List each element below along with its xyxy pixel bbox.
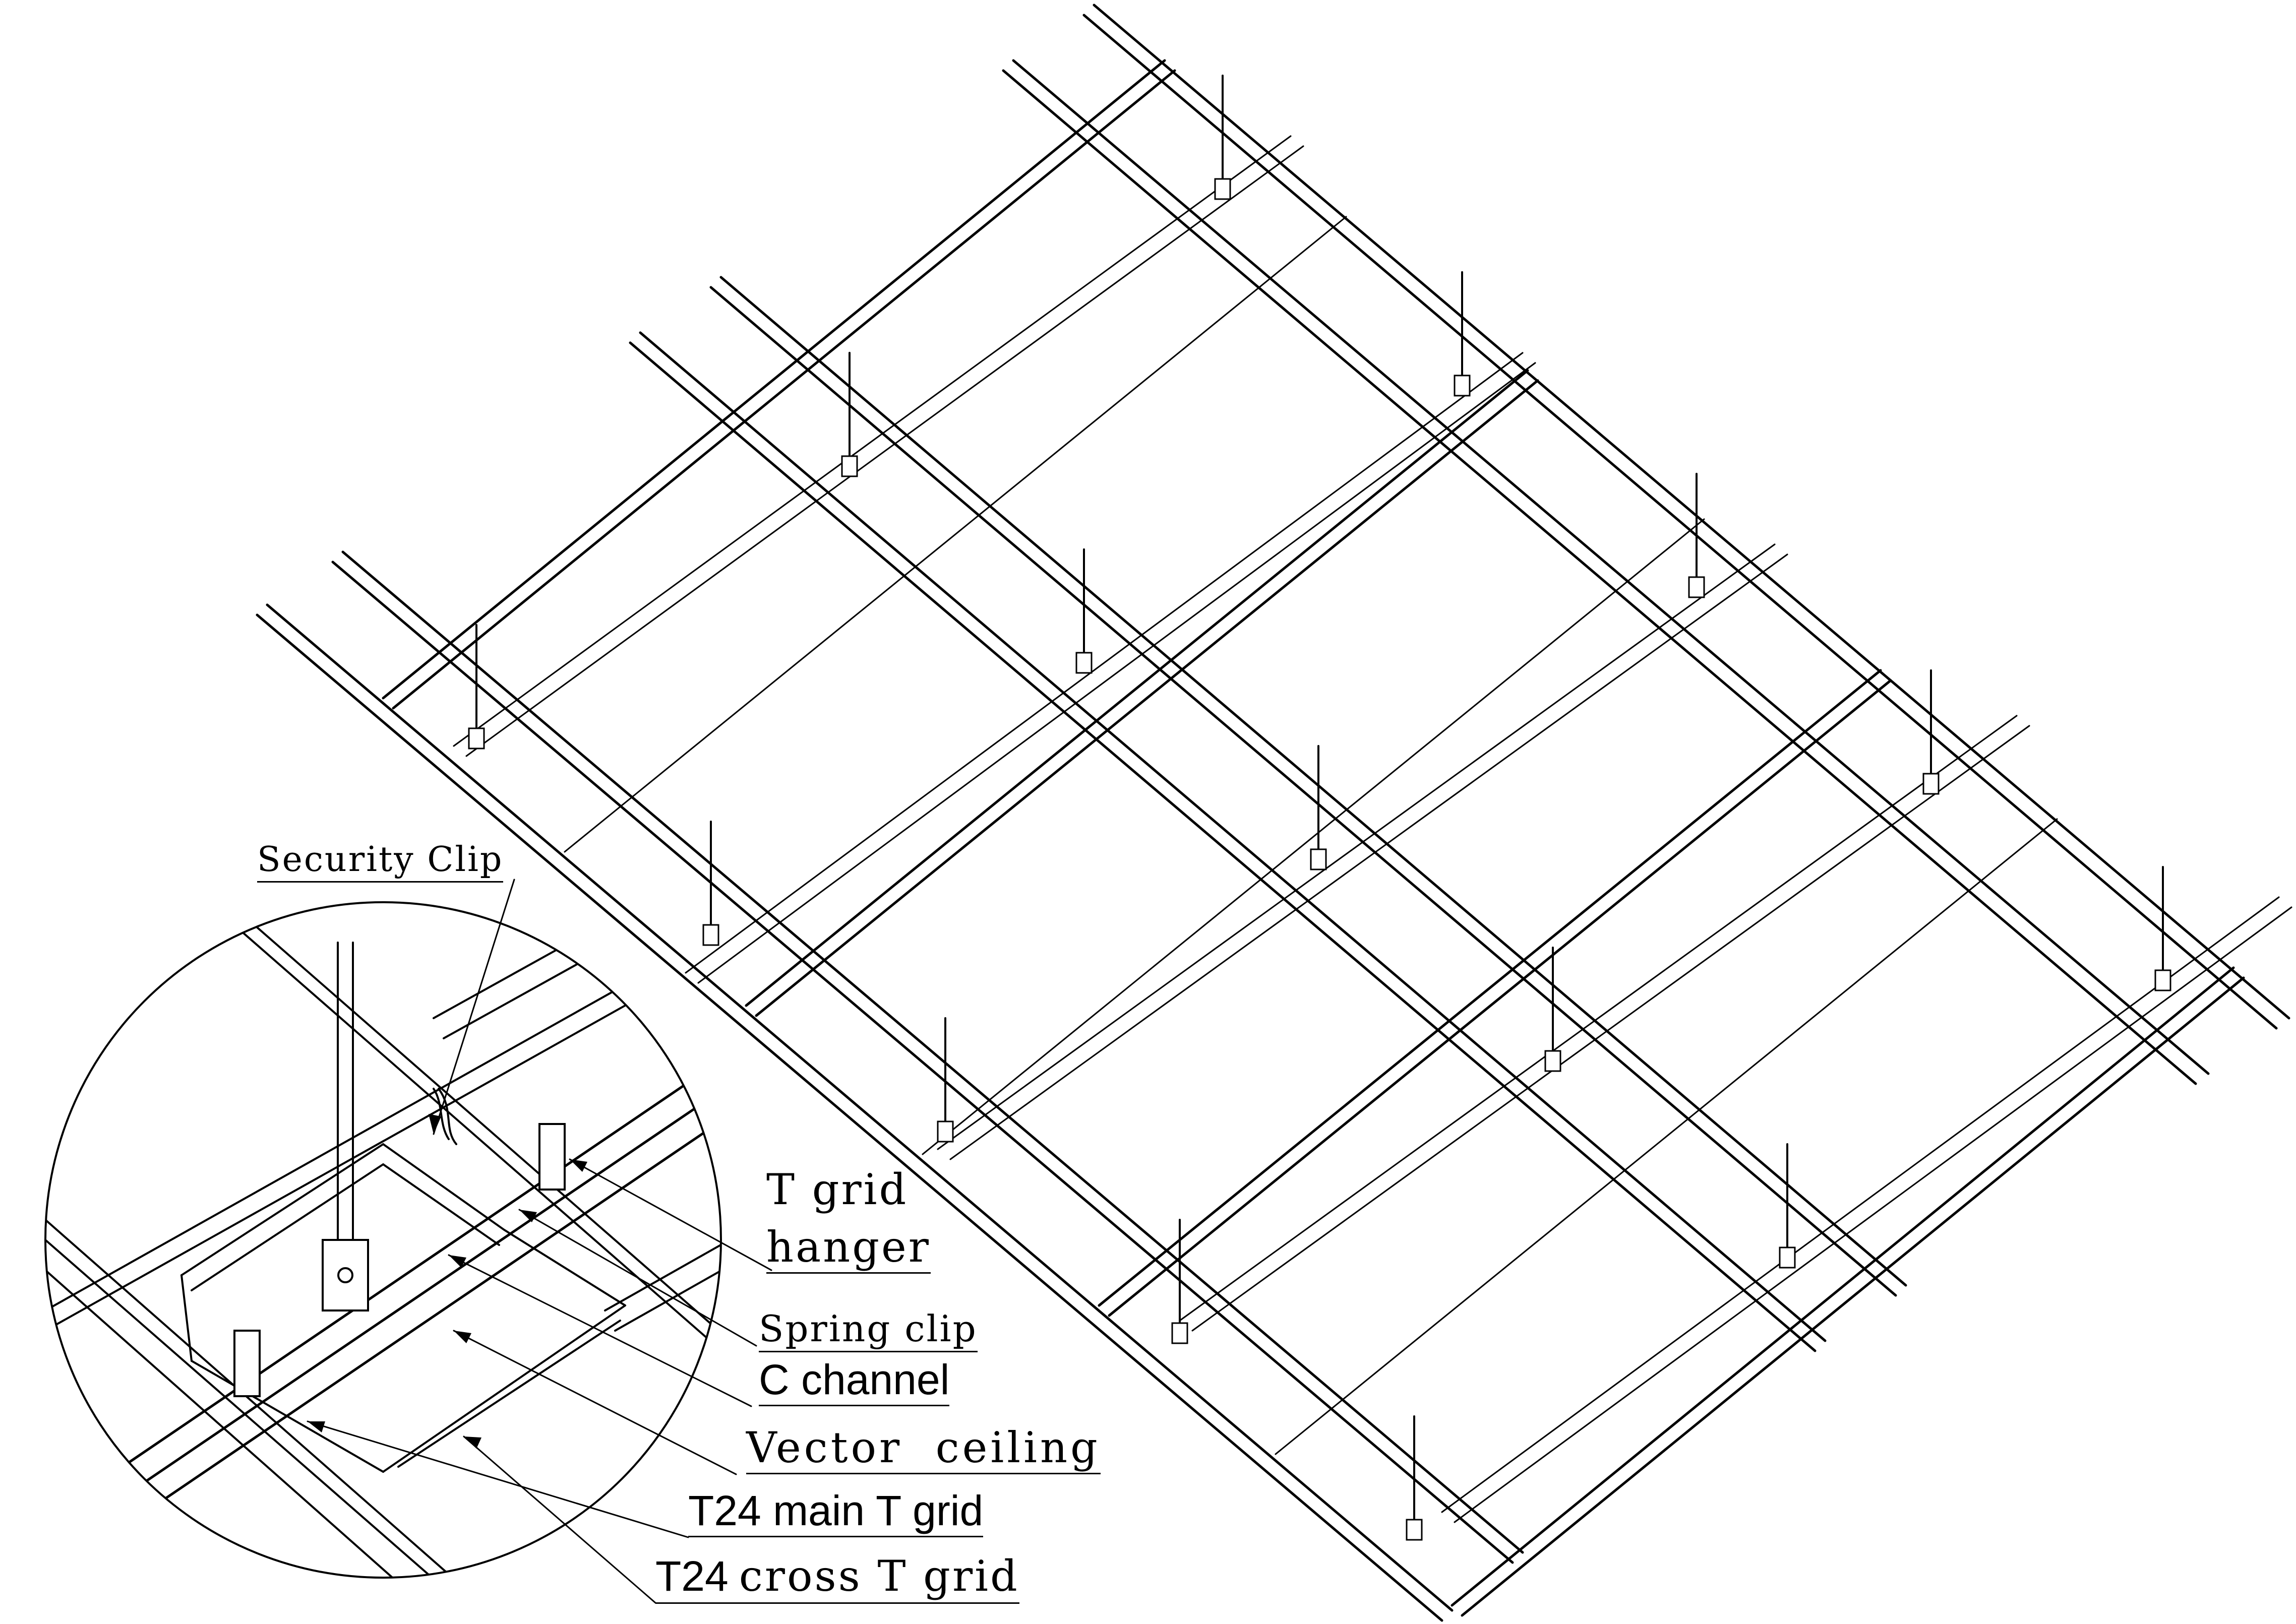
- detail-hanger-rod: [233, 942, 566, 1397]
- detail-spring-clip: [433, 1088, 457, 1145]
- detail-vector-panel: [180, 1143, 626, 1473]
- leader-arrowheads: [308, 1114, 587, 1449]
- main-t-grid-runners: [256, 4, 2290, 1622]
- label-hanger: hanger: [766, 1226, 931, 1274]
- detail-circle: [44, 901, 722, 1579]
- label-t24-cross-prefix: T24: [655, 1552, 729, 1600]
- label-c-channel: C channel: [759, 1358, 950, 1406]
- label-vector-ceiling: Vector ceiling: [746, 1426, 1101, 1474]
- cross-t-grid-bars: [382, 59, 2245, 1617]
- label-spring-clip: Spring clip: [759, 1310, 978, 1352]
- label-t24-cross-suffix: cross T grid: [739, 1551, 1019, 1601]
- detail-callout: [44, 901, 722, 1579]
- c-channels: [453, 135, 2292, 1523]
- label-security-clip: Security Clip: [257, 843, 504, 883]
- label-t-grid: T grid: [766, 1165, 909, 1214]
- hanger-clips: [468, 178, 2171, 1541]
- label-t24-cross-t-grid: T24 cross T grid: [655, 1555, 1019, 1604]
- hanger-rods: [475, 75, 2164, 1523]
- label-t24-main-t-grid: T24 main T grid: [688, 1489, 984, 1537]
- leader-lines: [307, 879, 772, 1604]
- detail-c-channel: [69, 1052, 721, 1544]
